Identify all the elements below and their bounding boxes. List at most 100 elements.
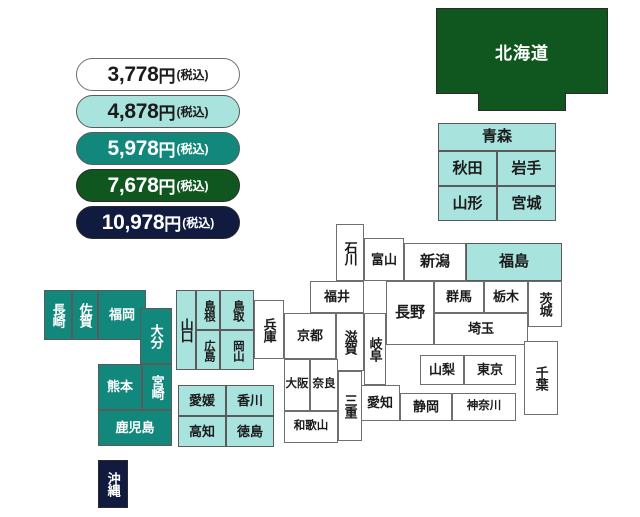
prefecture-label: 沖縄 xyxy=(105,472,121,496)
prefecture-label: 奈良 xyxy=(312,378,336,391)
prefecture-cell[interactable]: 山梨 xyxy=(420,355,464,385)
legend-price: 4,878 xyxy=(107,99,159,123)
prefecture-cell[interactable]: 青森 xyxy=(438,123,556,151)
legend-price: 5,978 xyxy=(107,136,159,160)
prefecture-label: 高知 xyxy=(188,423,215,439)
prefecture-cell[interactable]: 愛知 xyxy=(360,385,400,421)
legend-tax-note: (税込) xyxy=(176,179,209,193)
prefecture-cell[interactable]: 徳島 xyxy=(226,416,274,447)
prefecture-label: 兵庫 xyxy=(261,317,277,342)
prefecture-cell[interactable]: 愛媛 xyxy=(178,385,226,416)
prefecture-label: 福島 xyxy=(498,253,529,271)
prefecture-label: 鳥取 xyxy=(231,299,244,321)
legend-currency: 円 xyxy=(164,215,182,234)
prefecture-label: 石川 xyxy=(342,240,358,265)
prefecture-label: 滋賀 xyxy=(342,330,358,354)
prefecture-label: 島根 xyxy=(202,299,215,321)
prefecture-cell[interactable]: 東京 xyxy=(464,355,516,385)
prefecture-cell[interactable]: 長崎 xyxy=(44,290,72,340)
prefecture-cell[interactable]: 秋田 xyxy=(438,151,497,186)
prefecture-cell[interactable]: 福島 xyxy=(466,243,562,281)
prefecture-cell[interactable]: 香川 xyxy=(226,385,274,416)
legend-price: 3,778 xyxy=(107,62,159,86)
prefecture-label: 岩手 xyxy=(511,159,542,177)
prefecture-label: 鹿児島 xyxy=(115,420,155,436)
legend-tax-note: (税込) xyxy=(176,105,209,119)
prefecture-label: 広島 xyxy=(202,339,215,361)
prefecture-cell[interactable]: 岐阜 xyxy=(364,313,386,385)
legend-currency: 円 xyxy=(158,141,176,160)
prefecture-label: 大分 xyxy=(148,324,164,348)
prefecture-cell[interactable]: 奈良 xyxy=(310,359,338,411)
legend-currency: 円 xyxy=(158,178,176,197)
prefecture-cell[interactable]: 千葉 xyxy=(524,341,558,415)
prefecture-label: 栃木 xyxy=(492,289,519,305)
prefecture-label: 愛知 xyxy=(366,395,393,411)
prefecture-cell[interactable]: 宮城 xyxy=(497,186,556,221)
legend-price: 7,678 xyxy=(107,173,159,197)
legend-price: 10,978 xyxy=(101,210,165,234)
prefecture-cell[interactable]: 佐賀 xyxy=(72,290,98,340)
prefecture-label: 香川 xyxy=(236,392,263,408)
prefecture-cell[interactable]: 埼玉 xyxy=(434,313,528,345)
prefecture-cell[interactable]: 大分 xyxy=(140,308,172,364)
prefecture-label: 富山 xyxy=(370,251,397,267)
prefecture-cell[interactable]: 島根 xyxy=(196,290,220,330)
prefecture-cell[interactable]: 鳥取 xyxy=(220,290,254,330)
prefecture-cell[interactable]: 石川 xyxy=(336,224,364,281)
prefecture-cell[interactable]: 鹿児島 xyxy=(98,410,172,446)
prefecture-cell[interactable]: 長野 xyxy=(386,281,434,345)
prefecture-cell[interactable]: 京都 xyxy=(284,313,336,359)
prefecture-cell[interactable]: 岡山 xyxy=(220,330,254,370)
prefecture-cell[interactable]: 神奈川 xyxy=(452,393,516,421)
prefecture-label: 山梨 xyxy=(428,362,455,378)
prefecture-label: 福井 xyxy=(323,289,350,305)
prefecture-cell[interactable]: 栃木 xyxy=(484,281,528,313)
region-hokkaido[interactable]: 北海道 xyxy=(436,8,608,111)
legend-tax-note: (税込) xyxy=(176,142,209,156)
prefecture-label: 静岡 xyxy=(412,399,439,415)
prefecture-cell[interactable]: 静岡 xyxy=(400,393,452,421)
prefecture-label: 茨城 xyxy=(537,292,553,316)
prefecture-cell[interactable]: 三重 xyxy=(338,371,362,441)
prefecture-cell[interactable]: 滋賀 xyxy=(336,313,364,371)
prefecture-cell[interactable]: 福岡 xyxy=(98,290,146,340)
prefecture-label: 岡山 xyxy=(231,339,244,361)
prefecture-cell[interactable]: 宮崎 xyxy=(142,364,172,410)
prefecture-cell[interactable]: 富山 xyxy=(364,238,404,281)
prefecture-cell[interactable]: 山形 xyxy=(438,186,497,221)
prefecture-label: 山形 xyxy=(452,194,483,212)
prefecture-cell[interactable]: 福井 xyxy=(310,281,364,313)
prefecture-cell[interactable]: 和歌山 xyxy=(284,411,338,443)
prefecture-label: 群馬 xyxy=(445,289,472,305)
prefecture-cell[interactable]: 熊本 xyxy=(98,364,142,410)
prefecture-cell[interactable]: 新潟 xyxy=(404,243,466,281)
prefecture-cell[interactable]: 沖縄 xyxy=(98,460,128,508)
prefecture-label: 京都 xyxy=(296,328,323,344)
prefecture-label: 千葉 xyxy=(533,366,549,390)
prefecture-label: 長崎 xyxy=(50,303,66,327)
prefecture-cell[interactable]: 高知 xyxy=(178,416,226,447)
prefecture-label: 東京 xyxy=(476,362,503,378)
prefecture-cell[interactable]: 山口 xyxy=(176,290,196,370)
prefecture-label: 岐阜 xyxy=(367,337,383,361)
prefecture-label: 神奈川 xyxy=(466,400,502,413)
prefecture-cell[interactable]: 広島 xyxy=(196,330,220,370)
prefecture-cell[interactable]: 群馬 xyxy=(434,281,484,313)
prefecture-label: 長野 xyxy=(394,304,425,322)
hokkaido-peninsula xyxy=(478,92,566,111)
prefecture-cell[interactable]: 岩手 xyxy=(497,151,556,186)
prefecture-cell[interactable]: 大阪 xyxy=(284,359,310,411)
prefecture-cell[interactable]: 兵庫 xyxy=(254,300,284,359)
prefecture-label: 熊本 xyxy=(106,379,133,395)
prefecture-cell[interactable]: 茨城 xyxy=(528,281,562,327)
prefecture-label: 宮城 xyxy=(511,194,542,212)
